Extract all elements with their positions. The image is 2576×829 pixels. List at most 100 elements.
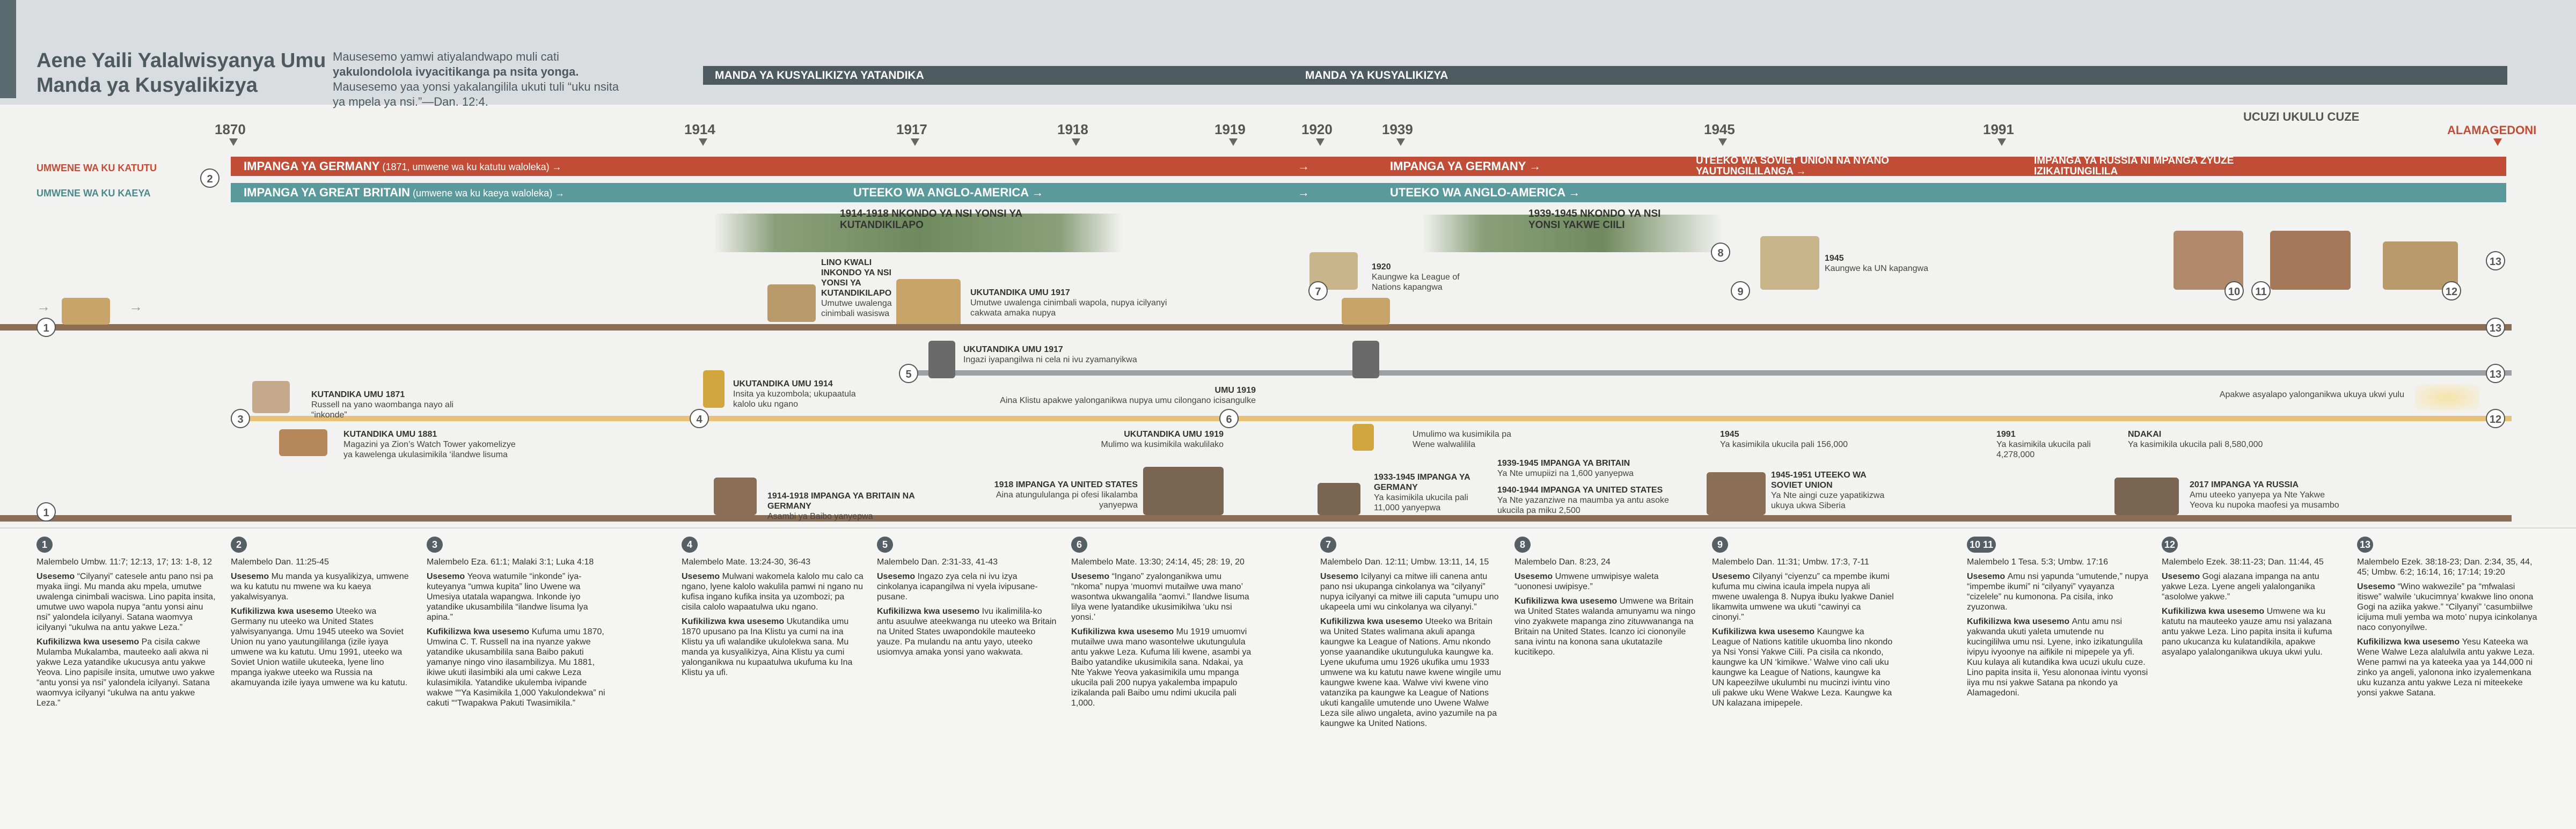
note-number: 6 [1071,537,1087,553]
year-marker-1945 [1718,138,1727,146]
apakwe-taken: Apakwe asyalapo yalonganikwa ukuya ukwi … [2219,390,2404,399]
note-reference: Malembelo Dan. 12:11; Umbw. 13:11, 14, 1… [1320,557,1489,567]
year-marker-1870 [229,138,238,146]
note-fulfillment: Kufikilizwa kwa usesemo Antu amu nsi yak… [1967,617,2148,698]
era-band-start: MANDA YA KUSYALIKIZYA YATANDIKA [703,66,1293,85]
year-marker-1918 [1072,138,1080,146]
south-king-band: IMPANGA YA GREAT BRITAIN (umwene wa ku k… [231,183,2506,202]
north-king-soviet: UTEEKO WA SOVIET UNION NA NYANO YAUTUNGI… [1696,155,1889,177]
year-label-1918: 1918 [1057,121,1088,137]
armageddon-label: ALAMAGEDONI [2447,123,2537,137]
note-prophecy: Usesemo Gogi alazana impanga na antu yak… [2162,572,2319,601]
note-prophecy: Usesemo “Cilyanyi” catesele antu pano ns… [36,572,216,632]
note-reference: Malembelo 1 Tesa. 5:3; Umbw. 17:16 [1967,557,2108,567]
note-prophecy: Usesemo Mu manda ya kusyalikizya, umwene… [231,572,409,601]
note-number: 7 [1320,537,1336,553]
beast-image-1870 [62,298,110,325]
note-number: 5 [877,537,893,553]
marker-9: 9 [1731,281,1750,300]
un-building-image [1760,236,1819,290]
marker-6: 6 [1219,409,1239,428]
prisoners-image-1933 [1318,483,1360,515]
year-marker-1991 [1997,138,2006,146]
year-label-1917: 1917 [896,121,927,137]
beast-wounded-image [767,284,816,322]
beast-lane [0,324,2512,331]
armageddon-marker [2493,138,2502,146]
note-reference: Malembelo Eza. 61:1; Malaki 3:1; Luka 4:… [427,557,594,567]
note-reference: Malembelo Mate. 13:24-30, 36-43 [682,557,811,567]
note-prophecy: Usesemo “Ingano” zyalonganikwa umu “nkom… [1071,572,1249,622]
note-fulfillment: Kufikilizwa kwa usesemo Pa cisila cakwe … [36,637,215,708]
note-fulfillment: Kufikilizwa kwa usesemo Kufuma umu 1870,… [427,627,605,708]
note-reference: Malembelo Mate. 13:30; 24:14, 45; 28: 19… [1071,557,1245,567]
note-prophecy: Usesemo Yeova watumile “inkonde” iya-kut… [427,572,588,622]
era-band-last-days: MANDA YA KUSYALIKIZYA [1293,66,2507,85]
note-reference: Malembelo Ezek. 38:11-23; Dan. 11:44, 45 [2162,557,2324,567]
persecution-lane [0,515,2512,522]
marker-8: 8 [1711,243,1730,262]
note-prophecy: Usesemo Mulwani wakomela kalolo mu calo … [682,572,863,612]
ww1-soldiers-image [714,214,1122,252]
north-king-band: IMPANGA YA GERMANY (1871, umwene wa ku k… [231,157,2506,176]
note-number: 3 [427,537,443,553]
note-fulfillment: Kufikilizwa kwa usesemo Mu 1919 umuomvi … [1071,627,1252,708]
note-number: 8 [1514,537,1531,553]
lino-kwali: LINO KWALI INKONDO YA NSI YONSI YA KUTAN… [821,258,892,318]
marker-12-b: 12 [2486,409,2505,428]
note-reference: Malembelo Dan. 11:25-45 [231,557,329,567]
year-marker-1920 [1316,138,1324,146]
header-accent-bar [0,0,16,98]
year-label-1991: 1991 [1983,121,2014,137]
wheat-image-1914 [703,370,724,408]
intro-text: Mausesemo yamwi atiyalandwapo muli cati … [333,50,619,108]
note-fulfillment: Kufikilizwa kwa usesemo Umwene wa Britai… [1514,597,1696,657]
note-prophecy: Usesemo “Wino wakwezile” pa “mfwalasi it… [2357,582,2537,632]
note-prophecy: Usesemo Ingazo zya cela ni ivu izya cink… [877,572,1038,601]
marker-4: 4 [690,409,709,428]
arrow-red-1920: → [1298,159,1309,173]
marker-12: 12 [2442,281,2461,300]
note-fulfillment: Kufikilizwa kwa usesemo Uteeko wa Britai… [1320,617,1502,728]
marker-13-b: 13 [2486,318,2505,337]
header [0,0,2576,105]
beast-image-1920 [1342,298,1390,325]
marker-7: 7 [1308,281,1328,300]
marker-2: 2 [200,168,219,188]
note-reference: Malembelo Dan. 11:31; Umbw. 17:3, 7-11 [1712,557,1869,567]
note-reference: Malembelo Dan. 8:23, 24 [1514,557,1611,567]
note-reference: Malembelo Umbw. 11:7; 12:13, 17; 13: 1-8… [36,557,213,567]
beast-healed-image [896,279,961,327]
north-king-germany-2: IMPANGA YA GERMANY → [1390,159,1541,173]
heaven-glow-image [2415,384,2479,411]
harvest-lane [231,416,2512,421]
note-number: 2 [231,537,247,553]
note-prophecy: Usesemo Icilyanyi ca mitwe iili canena a… [1320,572,1499,612]
ww1-title: 1914-1918 NKONDO YA NSI YONSI YA KUTANDI… [840,208,1022,231]
note-fulfillment: Kufikilizwa kwa usesemo Kaungwe ka Leagu… [1712,627,1893,708]
note-fulfillment: Kufikilizwa kwa usesemo Yesu Kateeka wa … [2357,637,2535,698]
note-fulfillment: Kufikilizwa kwa usesemo Uteeko wa German… [231,607,408,687]
year-label-1939: 1939 [1382,121,1413,137]
marker-5: 5 [899,364,918,383]
notes-section [0,527,2576,829]
prisoners-image-1918 [1143,467,1224,515]
russell-image [252,381,290,413]
